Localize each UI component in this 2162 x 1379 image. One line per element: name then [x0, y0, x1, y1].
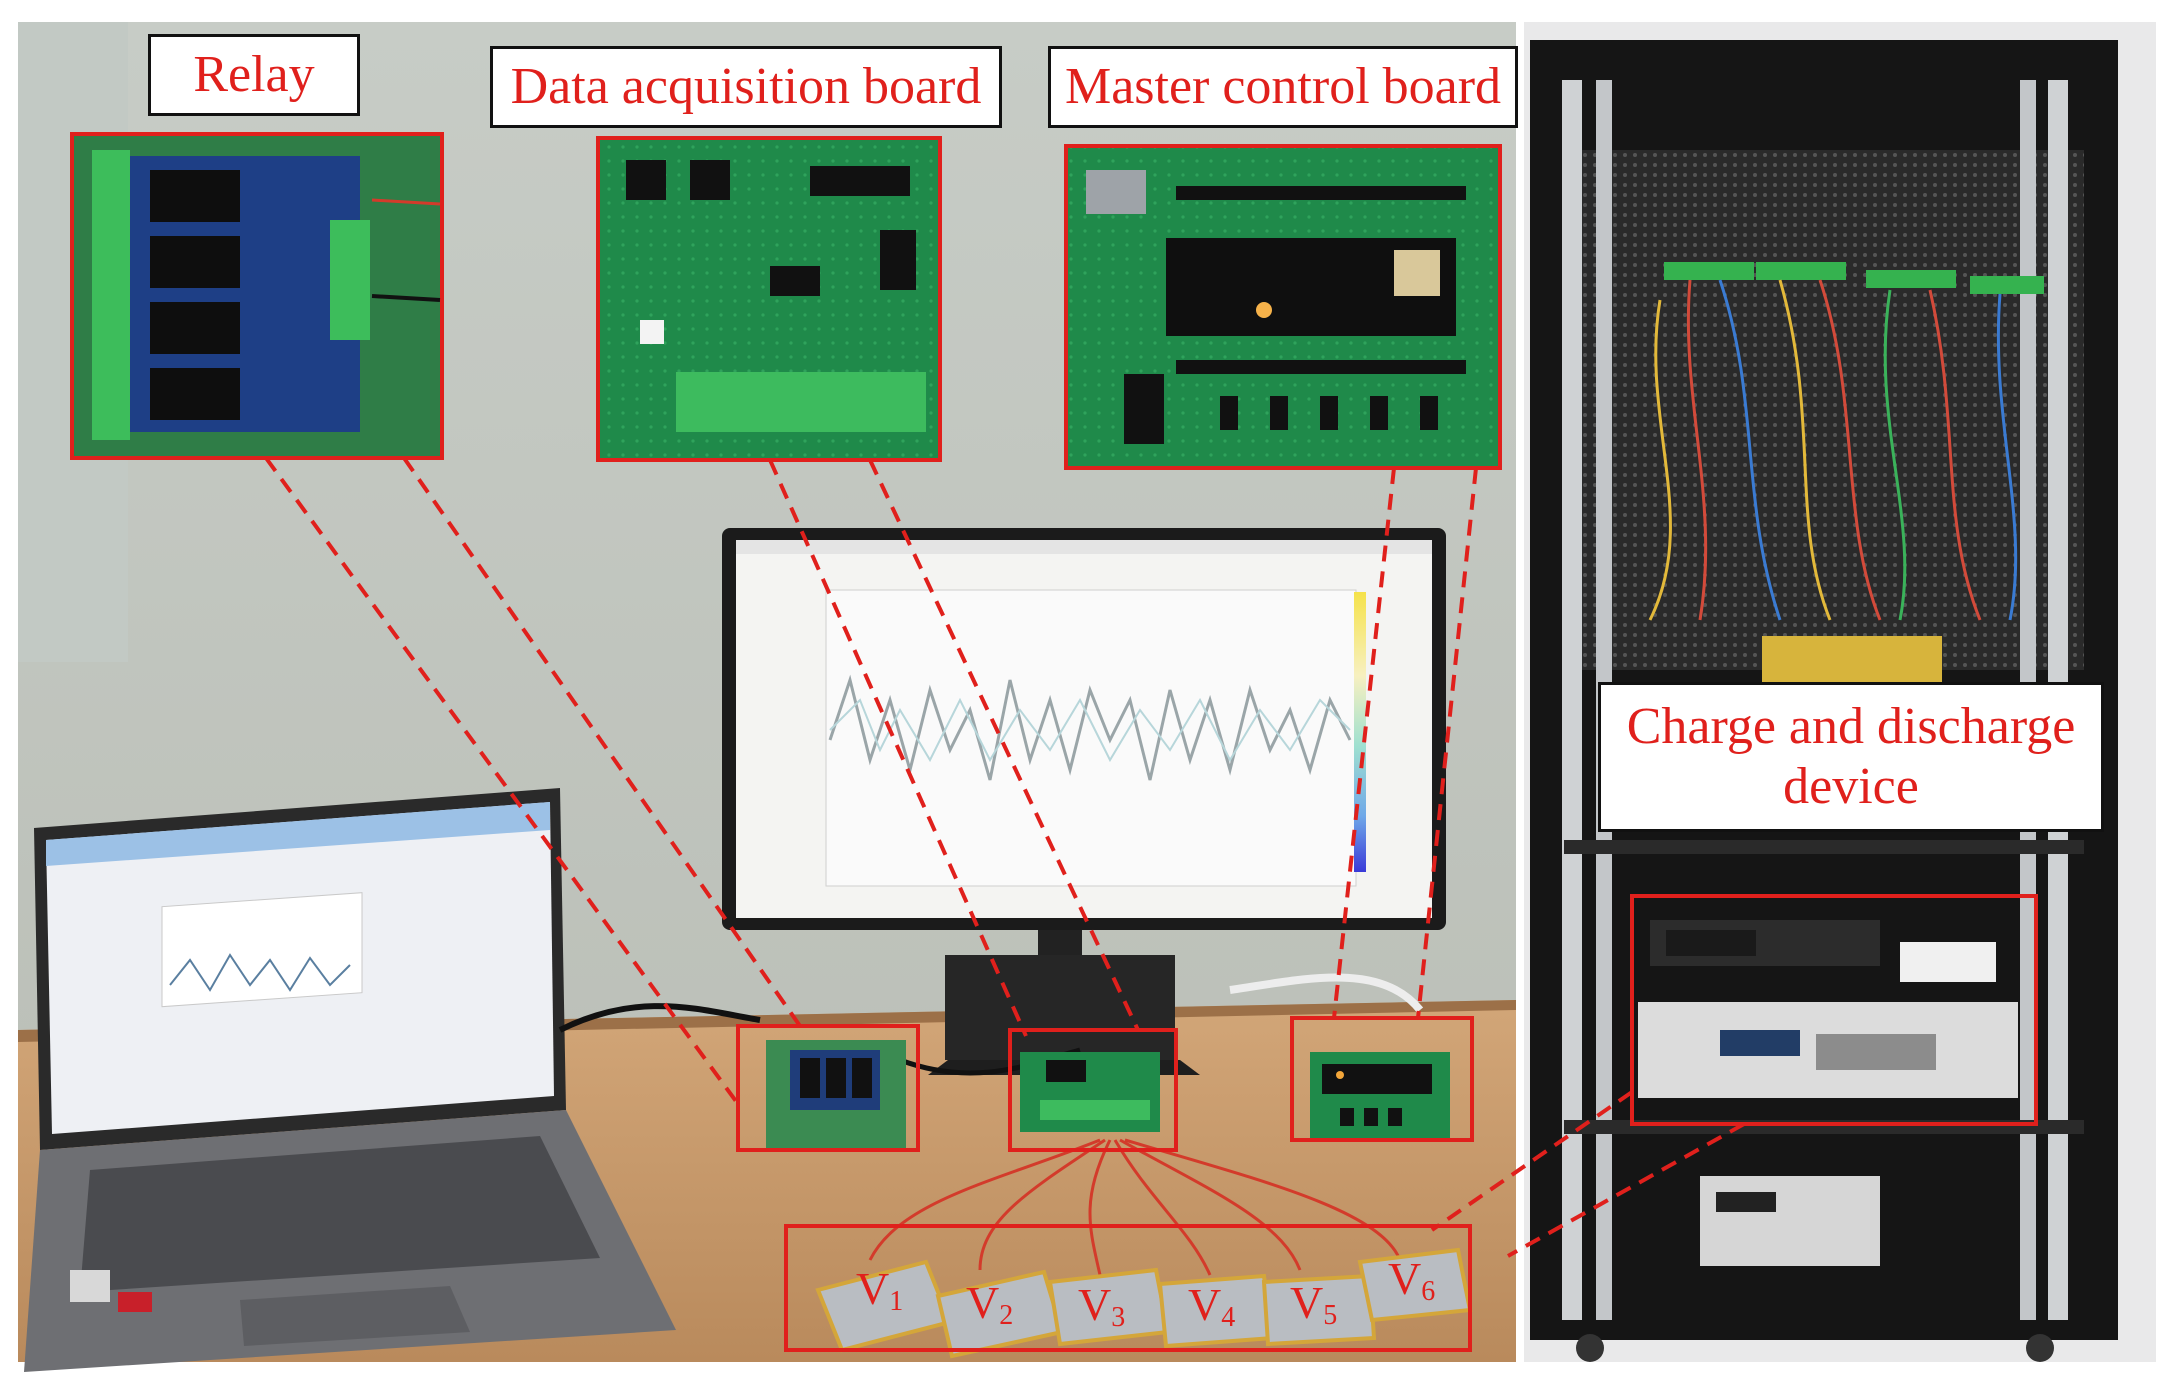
relay-inset	[70, 132, 444, 460]
cell-letter: V	[1290, 1277, 1324, 1328]
laptop	[24, 788, 676, 1372]
cell-index: 4	[1221, 1302, 1236, 1333]
cell-letter: V	[856, 1263, 890, 1314]
cell-letter: V	[966, 1277, 1000, 1328]
master-control-inset	[1064, 144, 1502, 470]
charge-discharge-device-label: Charge and discharge device	[1598, 682, 2104, 832]
cell-index: 3	[1111, 1302, 1126, 1333]
data-acquisition-board-label-text: Data acquisition board	[510, 58, 982, 116]
monitor	[722, 528, 1446, 1075]
daq-desk-highlight	[1008, 1028, 1178, 1152]
leader-lines	[264, 456, 1745, 1258]
master-board-desk	[1310, 1052, 1450, 1142]
relay-desk-highlight	[736, 1024, 920, 1152]
highlight-boxes	[736, 894, 2038, 1352]
cell-label-v3: V3	[1078, 1278, 1125, 1334]
cell-label-v6: V6	[1388, 1252, 1435, 1308]
cell-index: 6	[1421, 1276, 1436, 1307]
cell-label-v1: V1	[856, 1262, 903, 1318]
cells-highlight	[784, 1224, 1472, 1352]
relay-label: Relay	[148, 34, 360, 116]
master-desk-highlight	[1290, 1016, 1474, 1142]
daq-board-desk	[1020, 1052, 1160, 1132]
master-control-board-label-text: Master control board	[1064, 58, 1502, 116]
cell-label-v2: V2	[966, 1276, 1013, 1332]
charge-discharge-label-line2: device	[1783, 758, 1919, 815]
relay-label-text: Relay	[193, 46, 315, 104]
cell-index: 5	[1323, 1300, 1338, 1331]
master-control-board-label: Master control board	[1048, 46, 1518, 128]
data-acquisition-inset	[596, 136, 942, 462]
battery-cells	[815, 1247, 1473, 1359]
cell-letter: V	[1188, 1279, 1222, 1330]
charge-discharge-label-line1: Charge and discharge	[1626, 698, 2076, 756]
data-acquisition-board-label: Data acquisition board	[490, 46, 1002, 128]
cell-letter: V	[1078, 1279, 1112, 1330]
relay-board-desk	[766, 1040, 906, 1148]
charge-device-highlight	[1630, 894, 2038, 1126]
cell-index: 2	[999, 1300, 1014, 1331]
cell-index: 1	[889, 1286, 904, 1317]
cell-letter: V	[1388, 1253, 1422, 1304]
cell-label-v4: V4	[1188, 1278, 1235, 1334]
cell-label-v5: V5	[1290, 1276, 1337, 1332]
cell-wires	[868, 1138, 1402, 1276]
